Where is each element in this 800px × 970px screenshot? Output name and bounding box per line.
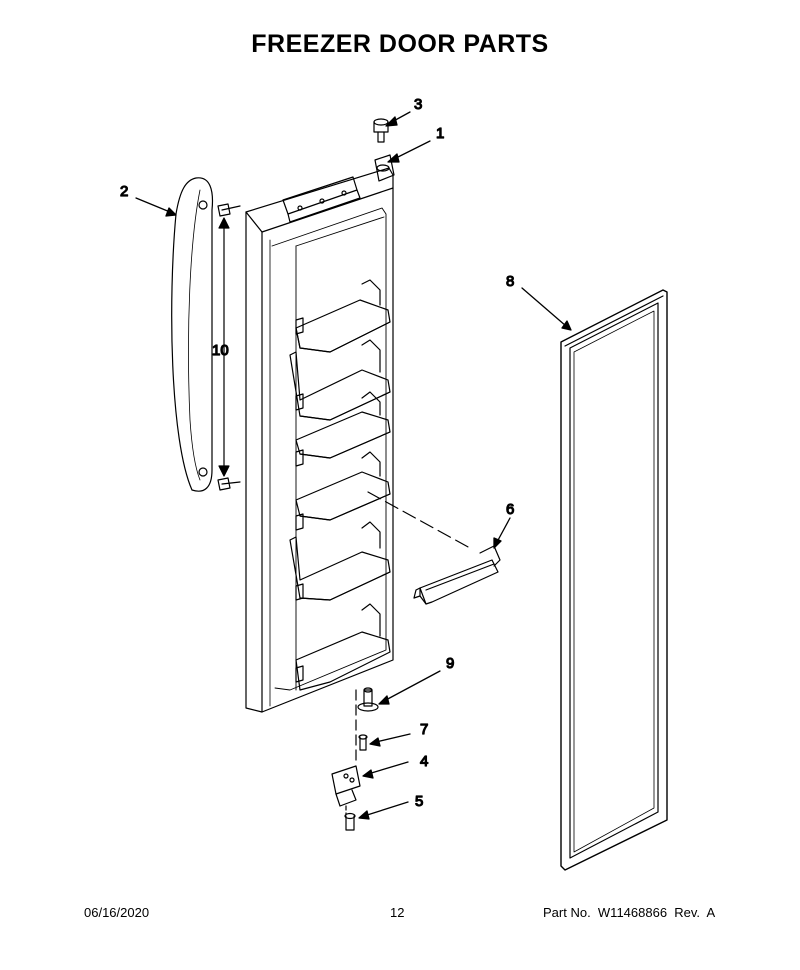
page-title: FREEZER DOOR PARTS [251,30,549,58]
callout-8: 8 [506,273,514,290]
callout-9: 9 [446,655,454,672]
handle-screws [217,203,241,491]
callout-2: 2 [120,183,128,200]
hinge-screw-upper [358,734,368,751]
hinge-screw-lower [344,812,356,831]
callout-7: 7 [420,721,428,738]
footer-date: 06/16/2020 [84,905,150,920]
callout-4: 4 [420,753,428,770]
footer-part-number: Part No. W11468866 Rev. A [543,905,716,920]
callout-1: 1 [436,125,444,142]
door-bins [289,279,391,691]
callout-5: 5 [415,793,423,810]
top-hinge-washer [376,164,390,172]
shelf-bin [367,491,501,605]
door-gasket [560,289,668,871]
leader-arrows [135,111,572,820]
callout-3: 3 [414,96,422,113]
callout-6: 6 [506,501,514,518]
door-handle [171,177,214,492]
bottom-hinge-pin [355,687,379,761]
callout-10: 10 [212,342,229,359]
top-hinge-bushing [373,118,389,143]
bottom-hinge-bracket [331,765,361,815]
freezer-door [245,154,395,713]
footer-page-number: 12 [390,905,405,920]
